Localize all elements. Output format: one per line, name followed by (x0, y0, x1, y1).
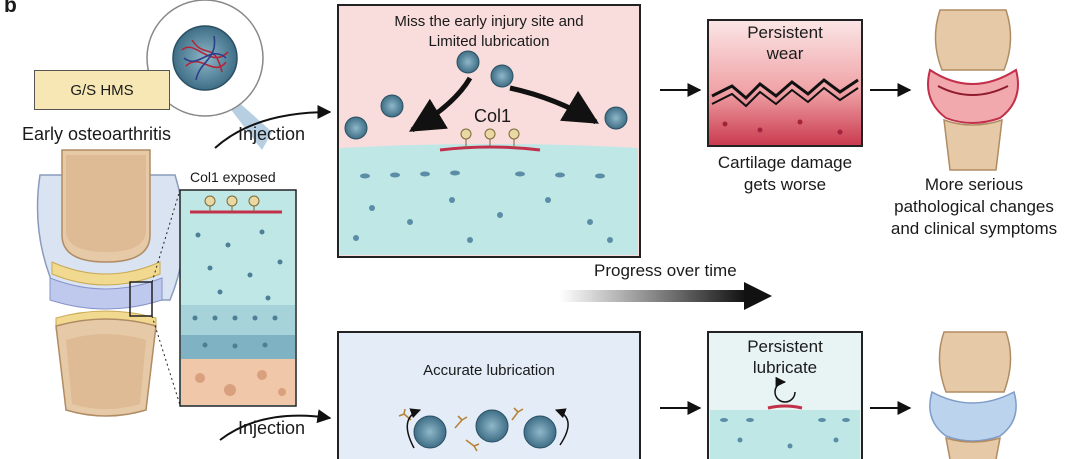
injection-arrow-bottom (219, 409, 332, 441)
lubricate-title-line1: Persistent (747, 337, 823, 356)
outcome-line3: and clinical symptoms (890, 219, 1058, 238)
top-panel-miss-injury (337, 4, 641, 258)
progress-over-time-label: Progress over time (594, 261, 737, 280)
lubricate-title-line2: lubricate (752, 358, 818, 377)
wear-title: Persistent wear (708, 22, 862, 64)
early-osteoarthritis-label: Early osteoarthritis (22, 124, 172, 144)
cartilage-damage-line1: Cartilage damage (717, 153, 853, 172)
cartilage-damage-line2: gets worse (743, 175, 827, 194)
damaged-knee-icon (927, 9, 1019, 171)
cartilage-damage-caption: Cartilage damage gets worse (690, 152, 880, 196)
hms-label-box: G/S HMS (34, 70, 170, 110)
wear-title-line2: wear (766, 44, 804, 63)
top-panel-title: Miss the early injury site and Limited l… (338, 12, 640, 52)
figure-letter: b (4, 0, 17, 17)
col1-label: Col1 (474, 106, 512, 126)
hms-magnifier (146, 0, 272, 150)
injection-label-bottom: Injection (238, 418, 306, 438)
top-panel-title-line2: Limited lubrication (428, 33, 550, 50)
col1-exposed-label: Col1 exposed (190, 169, 276, 185)
wear-panel (707, 19, 863, 147)
lubricate-title: Persistent lubricate (708, 336, 862, 378)
bottom-panel-accurate (337, 331, 641, 459)
lubricate-panel (707, 331, 863, 459)
wear-title-line1: Persistent (747, 23, 823, 42)
hms-label: G/S HMS (70, 81, 134, 99)
outcome-caption: More serious pathological changes and cl… (874, 174, 1074, 240)
knee-joint-illustration (36, 149, 185, 417)
col1-exposed-zoom (179, 189, 297, 407)
injection-arrow-top (214, 105, 332, 149)
bottom-panel-title: Accurate lubrication (423, 362, 555, 379)
top-panel-title-line1: Miss the early injury site and (394, 13, 584, 30)
outcome-line1: More serious (924, 175, 1024, 194)
outcome-line2: pathological changes (894, 197, 1054, 216)
injection-label-top: Injection (238, 124, 306, 144)
healthy-knee-icon (929, 331, 1017, 459)
progress-arrow (560, 282, 772, 310)
